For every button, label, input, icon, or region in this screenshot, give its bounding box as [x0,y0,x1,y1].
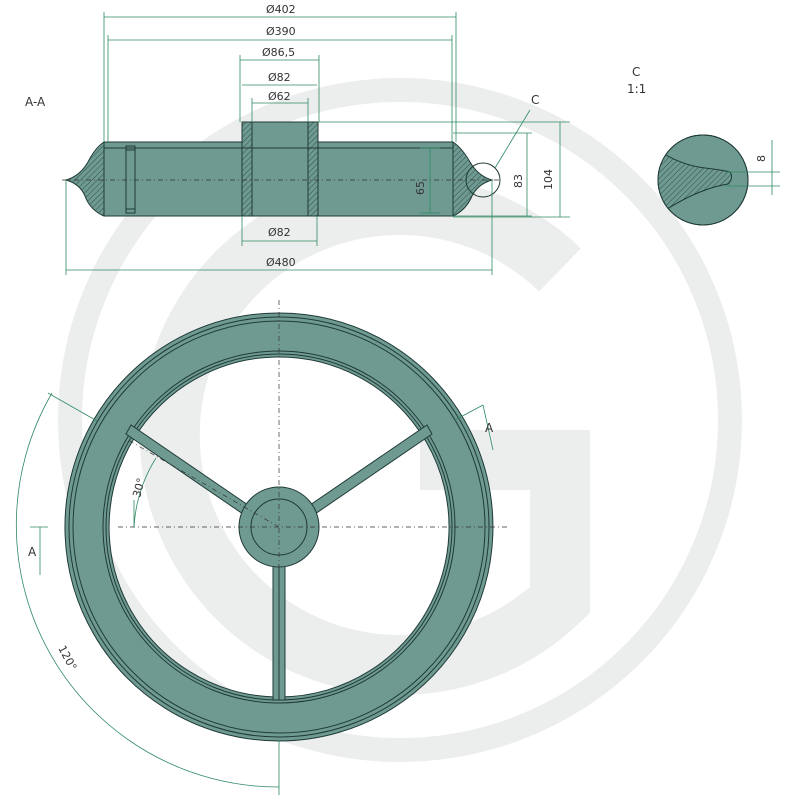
section-line-a: A A [28,404,494,575]
section-label: A-A [25,95,46,109]
detail-c-callout-circle [465,162,501,198]
dim-detail-8: 8 [725,140,780,195]
dim-82-bottom: Ø82 [241,216,318,246]
dim-86-5: Ø86,5 [239,46,320,122]
hub-wall-right [307,121,319,217]
section-view-a-a: A-A C Ø402 [25,3,570,275]
dim-65: 65 [414,147,440,214]
hub-wall-left [241,121,253,217]
svg-text:Ø82: Ø82 [268,71,291,84]
dim-104: 104 [318,121,570,218]
dim-83: 83 [453,132,532,217]
detail-c-scale: 1:1 [627,82,646,96]
left-flange-section [64,141,105,217]
dim-82-top: Ø82 [242,71,317,86]
svg-text:Ø86,5: Ø86,5 [262,46,295,59]
section-mark-right: A [485,421,494,435]
section-mark-left: A [28,545,37,559]
dim-62: Ø62 [251,90,309,122]
dim-402: Ø402 [103,3,457,142]
svg-text:Ø402: Ø402 [266,3,296,16]
dim-390: Ø390 [107,25,453,142]
angle-30: 30° [130,457,157,528]
svg-text:Ø82: Ø82 [268,226,291,239]
rim-groove [125,145,136,214]
svg-text:Ø62: Ø62 [268,90,291,103]
svg-text:Ø480: Ø480 [266,256,296,269]
svg-text:65: 65 [414,181,427,195]
dim-480: Ø480 [65,180,493,275]
svg-text:83: 83 [512,174,525,188]
svg-text:8: 8 [755,155,768,162]
detail-c-title: C [632,65,640,79]
detail-c-view: C 1:1 8 [627,65,780,226]
svg-text:Ø390: Ø390 [266,25,296,38]
svg-text:30°: 30° [130,477,148,499]
front-view: A A 30° 120° [15,300,510,795]
detail-c-callout: C [531,93,539,107]
svg-text:104: 104 [542,169,555,190]
hub-bore [251,121,309,217]
